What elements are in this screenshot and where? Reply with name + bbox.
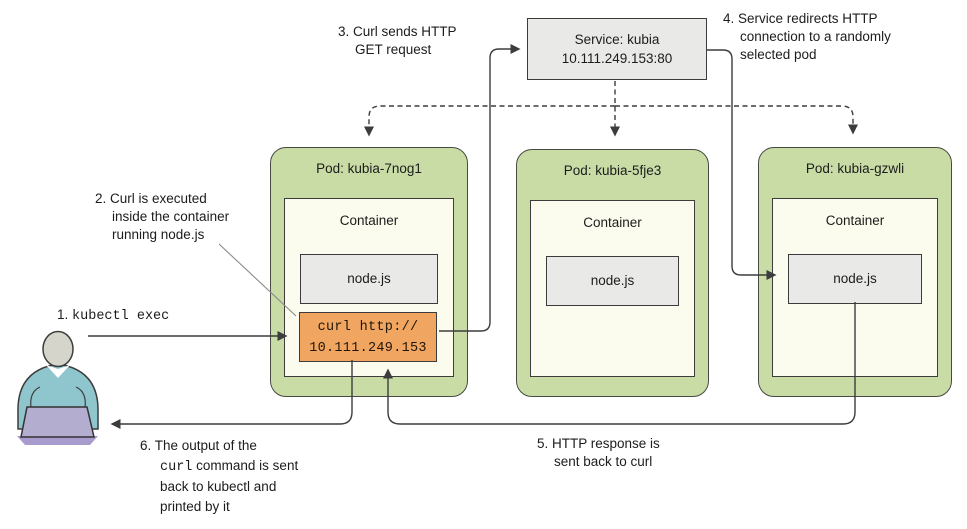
service-name: Service: kubia — [574, 32, 660, 47]
pod-kubia-5fje3: Pod: kubia-5fje3 Container node.js — [516, 149, 709, 397]
container-box: Container node.js — [772, 198, 938, 377]
container-label: Container — [339, 213, 399, 228]
person-body — [17, 363, 99, 430]
pod-title: Pod: kubia-gzwli — [805, 161, 905, 176]
person-head — [42, 330, 74, 368]
step6-line2-rest: command is sent — [192, 457, 299, 473]
dashed-arrow-service-to-pod1 — [363, 105, 615, 137]
nodejs-box: node.js — [546, 256, 679, 306]
step2-line2: inside the container — [112, 209, 230, 224]
step3-line1: 3. Curl sends HTTP — [338, 24, 457, 39]
service-box: Service: kubia 10.111.249.153:80 — [527, 18, 707, 80]
step4-line3: selected pod — [740, 47, 817, 62]
nodejs-box: node.js — [788, 254, 922, 304]
step2-line3: running node.js — [112, 227, 205, 242]
curl-command-line2: 10.111.249.153 — [309, 341, 427, 356]
service-address: 10.111.249.153:80 — [561, 51, 673, 66]
step2-label: 2. Curl is executed inside the container… — [95, 190, 229, 244]
pod-kubia-7nog1: Pod: kubia-7nog1 Container node.js curl … — [270, 147, 468, 397]
pod-title: Pod: kubia-5fje3 — [563, 163, 662, 178]
step1-command: kubectl exec — [72, 309, 170, 324]
container-box: Container node.js — [530, 200, 695, 377]
step2-line1: 2. Curl is executed — [95, 191, 207, 206]
person-at-laptop-icon — [17, 330, 99, 445]
step5-line1: 5. HTTP response is — [537, 436, 660, 451]
container-label: Container — [825, 213, 885, 228]
laptop — [20, 406, 95, 438]
step6-line2: curl command is sent — [140, 456, 298, 478]
step1-number: 1. — [57, 307, 69, 322]
step1-label: 1. kubectl exec — [57, 306, 169, 326]
person-arm-left — [30, 386, 41, 409]
step5-line2: sent back to curl — [554, 454, 653, 469]
step3-label: 3. Curl sends HTTP GET request — [338, 23, 457, 59]
container-box: Container node.js curl http:// 10.111.24… — [284, 198, 454, 377]
step3-line2: GET request — [355, 42, 432, 57]
dashed-arrow-service-to-pod3 — [615, 105, 859, 135]
nodejs-box: node.js — [300, 254, 438, 304]
step4-label: 4. Service redirects HTTP connection to … — [723, 10, 891, 64]
container-label: Container — [583, 215, 642, 230]
step6-line3: back to kubectl and — [160, 479, 277, 494]
step6-line4: printed by it — [160, 498, 230, 514]
laptop-shadow — [17, 436, 98, 445]
step6-line1: 6. The output of the — [140, 438, 257, 453]
person-collar — [46, 365, 70, 378]
step4-line1: 4. Service redirects HTTP — [723, 11, 878, 26]
step6-label: 6. The output of the curl command is sen… — [140, 436, 298, 516]
pod-title: Pod: kubia-7nog1 — [316, 161, 422, 176]
curl-command-box: curl http:// 10.111.249.153 — [299, 312, 437, 362]
pod-kubia-gzwli: Pod: kubia-gzwli Container node.js — [758, 147, 952, 397]
curl-command-line1: curl http:// — [317, 320, 419, 335]
step6-curl-code: curl — [160, 459, 193, 475]
person-arm-right — [75, 386, 86, 409]
step5-label: 5. HTTP response is sent back to curl — [537, 435, 660, 471]
step4-line2: connection to a randomly — [740, 29, 891, 44]
